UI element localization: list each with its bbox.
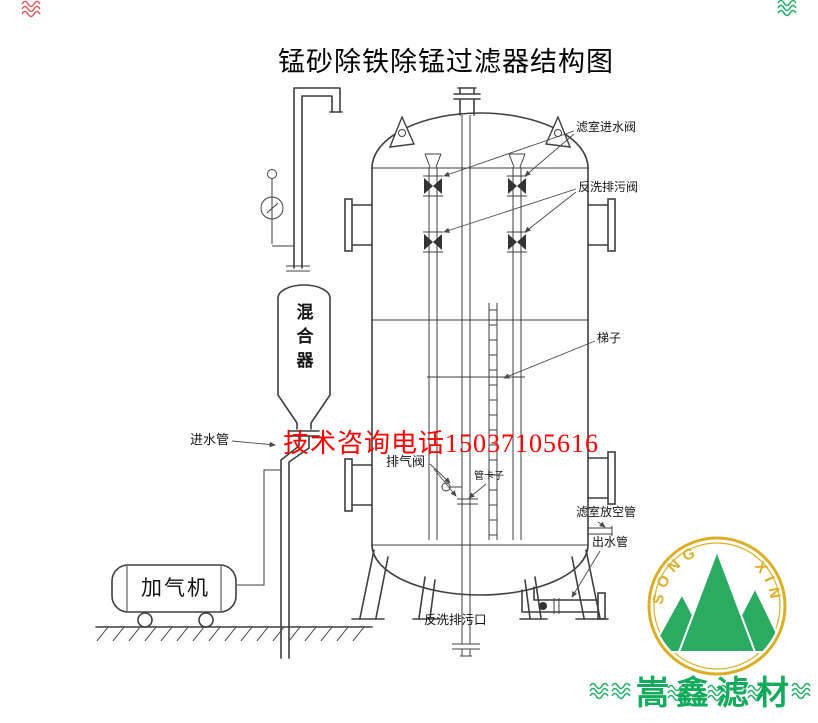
vessel-weld-seams — [372, 167, 588, 546]
label-filter-inlet-valve: 滤室进水阀 — [576, 120, 637, 134]
inlet-pipe-lines — [280, 435, 310, 659]
internal-riser-pipes — [428, 167, 522, 540]
label-inlet-pipe: 进水管 — [190, 432, 230, 447]
leader-backwash-b — [524, 191, 577, 233]
watermark-mountains — [653, 548, 781, 653]
filter-vessel — [344, 87, 616, 596]
corner-watermark-fragment-left — [21, 0, 41, 18]
chamber-vent-pipe-lines — [588, 526, 613, 536]
aerator-wheel-right — [198, 612, 214, 628]
leader-inlet-pipe — [231, 440, 276, 448]
hotline-text: 技术咨询电话15037105616 — [283, 429, 600, 458]
ground — [95, 626, 373, 642]
leader-outlet — [571, 550, 601, 598]
lifting-lug-right — [544, 115, 572, 148]
watermark-brand-text: 嵩鑫滤材 — [636, 676, 796, 712]
valve-symbol-backwash-left — [423, 231, 443, 253]
label-mixer: 混合器 — [293, 303, 313, 375]
flange-right-lower — [607, 451, 616, 505]
label-chamber-vent-pipe: 滤室放空管 — [576, 505, 637, 519]
corner-watermark-fragment-right — [777, 0, 797, 17]
nozzle-left-upper — [351, 204, 373, 246]
leader-exhaust-b — [433, 468, 457, 497]
valve-flanges — [423, 175, 443, 197]
mixer-feed-pipe — [293, 87, 343, 269]
valve-body — [424, 178, 442, 194]
vessel-shell-sides — [371, 167, 589, 546]
outlet-piping — [521, 526, 613, 620]
nozzle-right-upper — [587, 204, 609, 246]
vessel-top-dome — [371, 112, 589, 169]
nozzle-left-lower — [351, 464, 373, 506]
ground-hatching — [96, 626, 365, 642]
internal-ladder — [488, 303, 498, 540]
valve-body — [508, 178, 526, 194]
leader-inlet-valve-b — [524, 133, 575, 177]
gauge-top-ball — [267, 169, 277, 179]
aerator-outlet-pipe — [237, 469, 281, 586]
outlet-pipe-lines — [521, 586, 599, 613]
leader-ladder — [503, 340, 596, 379]
aerator-end-seams — [126, 566, 222, 611]
gauge-needle — [266, 202, 279, 214]
watermark-ring-outer — [647, 536, 787, 676]
watermark-ring-inner — [653, 542, 781, 670]
mountain-center — [677, 548, 757, 653]
leader-inlet-valve-a — [443, 130, 575, 177]
label-exhaust-valve: 排气阀 — [386, 454, 426, 469]
aerator-tank-body — [111, 564, 237, 613]
label-pipe-clamp: 管卡子 — [474, 471, 504, 482]
mixer-body — [277, 284, 331, 437]
flange-left-upper — [344, 198, 353, 252]
flange-right-upper — [607, 198, 616, 252]
mixer-top-flange — [286, 265, 310, 272]
valve-symbol-inlet-left — [423, 175, 443, 197]
internal-funnels — [424, 153, 526, 168]
valve-flanges — [423, 231, 443, 253]
aerator-wheel-left — [137, 612, 153, 628]
vessel-legs — [351, 549, 609, 620]
ladder-rungs — [489, 309, 497, 536]
leader-vent — [597, 521, 606, 528]
nozzle-right-lower — [587, 457, 609, 499]
label-backwash-drain-valve: 反洗排污阀 — [578, 180, 639, 194]
label-ladder: 梯子 — [597, 331, 622, 345]
lifting-lug-left-hole — [398, 129, 406, 137]
leader-clamp — [468, 483, 487, 499]
outlet-flange-pair — [553, 598, 560, 614]
valve-symbol-backwash-right — [507, 231, 527, 253]
vessel-bottom-dome — [371, 544, 589, 596]
valve-symbol-inlet-right — [507, 175, 527, 197]
pipe-clamp-fitting — [457, 498, 478, 505]
leader-exhaust-a — [429, 463, 451, 484]
top-nozzle — [453, 87, 481, 116]
outlet-end-flange — [597, 592, 606, 620]
vessel-internals — [423, 115, 527, 657]
valve-flanges — [507, 231, 527, 253]
gauge-dial — [260, 196, 284, 220]
valve-body — [508, 234, 526, 250]
side-nozzles — [344, 198, 616, 512]
lifting-lug-left — [388, 115, 416, 148]
mixer-assembly — [260, 87, 343, 659]
aerator-assembly — [111, 469, 281, 628]
central-drain-pipe — [452, 115, 480, 657]
label-aerator: 加气机 — [141, 576, 210, 600]
ladder-rails — [488, 303, 498, 540]
diagram-title: 锰砂除铁除锰过滤器结构图 — [278, 47, 614, 77]
valve-body — [424, 234, 442, 250]
label-outlet-pipe: 出水管 — [592, 535, 629, 549]
flange-left-lower — [344, 458, 353, 512]
gauge-stem — [271, 179, 294, 247]
leader-lines — [231, 130, 606, 598]
leader-backwash-a — [443, 188, 577, 233]
valve-flanges — [507, 175, 527, 197]
pressure-gauge — [260, 169, 294, 247]
outlet-valve-body — [539, 602, 547, 610]
label-backwash-drain-outlet: 反洗排污口 — [424, 613, 487, 627]
